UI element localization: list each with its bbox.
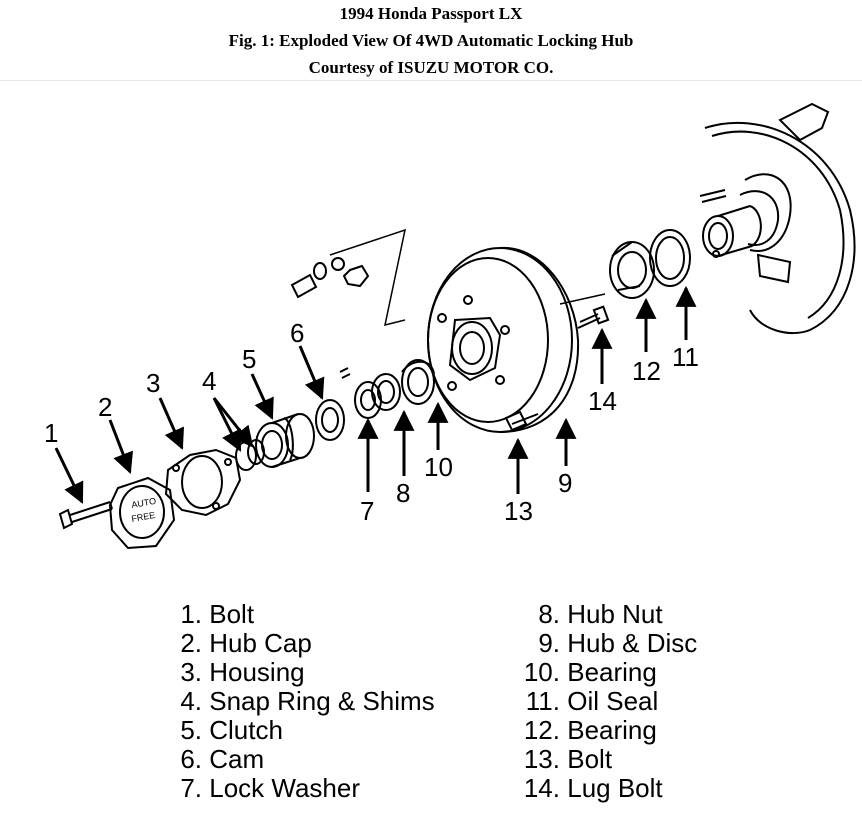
legend-label: Lock Washer — [209, 773, 360, 803]
bearing-10 — [401, 359, 435, 405]
legend-label: Bolt — [567, 744, 613, 774]
legend-label: Bearing — [567, 657, 657, 687]
callout-3: 3 — [146, 368, 160, 398]
legend-number: 9. — [538, 628, 560, 658]
callout-1: 1 — [44, 418, 58, 448]
legend-right-column: 8. Hub Nut 9. Hub & Disc 10. Bearing 11.… — [514, 600, 697, 803]
legend-item: 2. Hub Cap — [170, 629, 435, 658]
legend-item: 7. Lock Washer — [170, 774, 435, 803]
hub-cap-label-top: AUTO — [131, 496, 157, 510]
legend-number: 7. — [180, 773, 202, 803]
legend-item: 9. Hub & Disc — [514, 629, 697, 658]
exploded-hub-diagram: AUTO FREE 1 2 3 4 5 6 7 8 9 10 11 12 13 … — [44, 102, 856, 550]
figure-header: 1994 Honda Passport LX Fig. 1: Exploded … — [0, 0, 862, 81]
callout-11: 11 — [672, 342, 699, 372]
legend-number: 14. — [523, 773, 560, 803]
bearing-12 — [609, 241, 655, 299]
legend-item: 4. Snap Ring & Shims — [170, 686, 435, 716]
callout-4: 4 — [202, 366, 216, 396]
callout-10: 10 — [424, 452, 453, 482]
legend-label: Hub Cap — [209, 628, 312, 658]
hub-bolt — [504, 410, 539, 432]
legend-item: 10. Bearing — [514, 658, 697, 687]
legend-number: 1. — [180, 599, 202, 629]
callout-6: 6 — [290, 318, 304, 348]
legend-item: 14. Lug Bolt — [514, 774, 697, 803]
callout-5: 5 — [242, 344, 256, 374]
oil-seal-11 — [649, 229, 691, 287]
hub-cap: AUTO FREE — [108, 476, 176, 550]
housing — [164, 448, 242, 517]
cam — [315, 399, 345, 441]
legend-item: 12. Bearing — [514, 716, 697, 745]
legend-number: 6. — [180, 744, 202, 774]
bolt — [58, 501, 113, 530]
legend-label: Bolt — [209, 599, 255, 629]
legend-label: Clutch — [209, 715, 283, 745]
legend-number: 2. — [180, 628, 202, 658]
callout-arrows — [54, 285, 697, 504]
steering-knuckle — [699, 102, 856, 335]
legend-item: 6. Cam — [170, 745, 435, 774]
legend-label: Hub Nut — [567, 599, 663, 629]
legend-item: 13. Bolt — [514, 745, 697, 774]
legend-label: Lug Bolt — [567, 773, 663, 803]
legend-number: 4. — [180, 686, 202, 716]
legend-label: Bearing — [567, 715, 657, 745]
callout-7: 7 — [360, 496, 374, 526]
legend-number: 11. — [525, 686, 560, 716]
courtesy-line: Courtesy of ISUZU MOTOR CO. — [308, 58, 554, 77]
legend-item: 3. Housing — [170, 658, 435, 687]
lug-bolt — [577, 305, 610, 329]
callout-2: 2 — [98, 392, 112, 422]
hub-and-disc — [427, 246, 580, 433]
legend-number: 3. — [180, 657, 202, 687]
legend-item: 8. Hub Nut — [514, 600, 697, 629]
lock-nut-detail — [290, 228, 407, 327]
legend-item: 1. Bolt — [170, 600, 435, 629]
vehicle-title: 1994 Honda Passport LX — [339, 4, 523, 23]
legend-label: Snap Ring & Shims — [209, 686, 435, 716]
callout-13: 13 — [504, 496, 533, 526]
legend-number: 5. — [180, 715, 202, 745]
figure-caption: Fig. 1: Exploded View Of 4WD Automatic L… — [228, 31, 634, 50]
callout-14: 14 — [588, 386, 617, 416]
legend-label: Housing — [209, 657, 305, 687]
callout-8: 8 — [396, 478, 410, 508]
clutch — [255, 413, 315, 468]
legend-item: 5. Clutch — [170, 716, 435, 745]
legend-number: 10. — [523, 657, 560, 687]
callout-9: 9 — [558, 468, 572, 498]
header-divider — [0, 80, 862, 81]
legend-left-column: 1. Bolt 2. Hub Cap 3. Housing 4. Snap Ri… — [170, 600, 435, 803]
legend-item: 11. Oil Seal — [514, 687, 697, 716]
legend-label: Oil Seal — [567, 686, 659, 716]
legend-label: Cam — [209, 744, 265, 774]
hub-nut — [371, 373, 401, 411]
legend-number: 13. — [523, 744, 560, 774]
legend-number: 12. — [523, 715, 560, 745]
hub-cap-label-bottom: FREE — [131, 510, 156, 524]
legend-number: 8. — [538, 599, 560, 629]
lock-washer — [339, 367, 382, 419]
callout-12: 12 — [632, 356, 661, 386]
legend-label: Hub & Disc — [567, 628, 698, 658]
